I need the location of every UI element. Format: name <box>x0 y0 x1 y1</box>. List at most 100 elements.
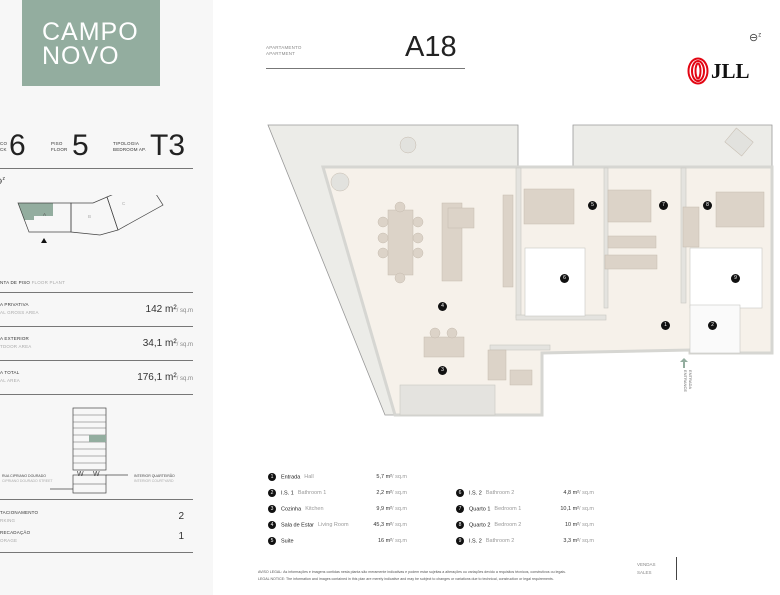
legend-number: 4 <box>268 521 276 529</box>
jll-text: JLL <box>711 58 750 83</box>
block-label-pt: CO <box>0 141 8 146</box>
area-value: 45,3 m² <box>373 522 393 528</box>
area-value-private: 142 m²/ sq.m <box>146 304 193 315</box>
street-en: CIPRIANO DOURADO STREET <box>2 479 53 483</box>
key-plan <box>17 195 164 243</box>
legend-area: 10 m²/ sq.m <box>534 522 594 528</box>
legend-area: 4,8 m²/ sq.m <box>534 490 594 496</box>
legend-number: 1 <box>268 473 276 481</box>
legend-en: Bedroom 2 <box>494 522 522 529</box>
sales-divider <box>676 557 677 580</box>
legend-pt: Quarto 2 <box>469 522 491 529</box>
court-en: INTERIOR COURTYARD <box>134 479 174 483</box>
bed-suite <box>523 188 575 225</box>
north-label: z <box>758 32 762 39</box>
area-unit: / sq.m <box>392 506 407 512</box>
floor-plant-en: FLOOR PLANT <box>31 280 66 285</box>
area-label-pt: A PRIVATIVA <box>0 302 29 307</box>
legend-en: Bathroom 1 <box>297 490 327 497</box>
area-unit: / sq.m <box>392 522 407 528</box>
legend-en: Kitchen <box>305 506 324 513</box>
storage-value: 1 <box>178 531 184 542</box>
legend-en: Hall <box>304 474 314 481</box>
svg-text:W: W <box>93 471 100 478</box>
key-plan-c: C <box>122 201 126 206</box>
logo-line1: CAMPO <box>42 18 139 46</box>
legend-en: Living Room <box>318 522 349 529</box>
legend-pt: Quarto 1 <box>469 506 491 513</box>
legend-area: 2,2 m²/ sq.m <box>347 490 407 496</box>
entrance-arrow-icon <box>680 358 688 368</box>
entrance-en: ENTRANCE <box>683 370 688 393</box>
floor-plan <box>267 124 774 417</box>
north-icon: ⊖z <box>0 176 5 187</box>
apartment-label-pt: APARTAMENTO <box>266 45 302 50</box>
area-unit: / sq.m <box>579 522 594 528</box>
area-value: 2,2 m² <box>376 490 393 496</box>
extra-label-en: RKING <box>0 518 16 523</box>
room-marker-5: 5 <box>588 201 597 210</box>
legend-area: 3,3 m²/ sq.m <box>534 538 594 544</box>
north-label: z <box>2 176 6 182</box>
area-value: 34,1 m² <box>142 338 177 349</box>
entrance-pt: ENTRADA <box>688 370 693 390</box>
block-value: 6 <box>9 129 26 162</box>
jll-rings-icon <box>687 57 709 85</box>
block-label-en: CK <box>0 147 7 152</box>
apartment-label-en: APARTMENT <box>266 51 296 56</box>
key-plan-unit-a18 <box>18 203 53 220</box>
room-marker-2: 2 <box>708 321 717 330</box>
legend-number: 8 <box>456 521 464 529</box>
area-value: 16 m² <box>377 538 393 544</box>
area-value: 176,1 m² <box>137 372 177 383</box>
area-label-pt: A EXTERIOR <box>0 336 30 341</box>
area-value: 3,3 m² <box>563 538 580 544</box>
area-label-en: TDOOR AREA <box>0 344 32 349</box>
legal-pt: AVISO LEGAL: As informações e imagens co… <box>258 570 566 574</box>
jll-logo: JLL <box>687 57 750 85</box>
furniture <box>330 127 765 386</box>
area-value: 142 m² <box>145 304 177 315</box>
area-value: 9,9 m² <box>376 506 393 512</box>
area-value: 10 m² <box>564 522 580 528</box>
bed-bedroom1 <box>607 189 652 223</box>
unit-highlight <box>89 435 106 442</box>
legend-number: 5 <box>268 537 276 545</box>
legend-number: 6 <box>456 489 464 497</box>
legend-area: 45,3 m²/ sq.m <box>347 522 407 528</box>
legend-area: 10,1 m²/ sq.m <box>534 506 594 512</box>
legend-number: 3 <box>268 505 276 513</box>
legend-area: 9,9 m²/ sq.m <box>347 506 407 512</box>
legal-en: LEGAL NOTICE: The information and images… <box>258 577 554 581</box>
area-value-exterior: 34,1 m²/ sq.m <box>143 338 193 349</box>
area-unit: / sq.m <box>176 342 193 348</box>
legal-notice: AVISO LEGAL: As informações e imagens co… <box>258 569 566 583</box>
floor-label-en: FLOOR <box>51 147 68 152</box>
extra-label-en: ORAGE <box>0 538 18 543</box>
street-pt: RUA CIPRIANO DOURADO <box>2 474 46 478</box>
room-marker-1: 1 <box>661 321 670 330</box>
legend-pt: Sala de Estar <box>281 522 315 529</box>
sales-en: SALES <box>637 570 652 575</box>
area-unit: / sq.m <box>579 538 594 544</box>
area-value: 5,7 m² <box>376 474 393 480</box>
area-unit: / sq.m <box>392 538 407 544</box>
legend-pt: I.S. 2 <box>469 490 482 497</box>
typology-label-pt: TIPOLOGIA <box>113 141 140 146</box>
legend-pt: Suite <box>281 538 294 545</box>
room-marker-3: 3 <box>438 366 447 375</box>
